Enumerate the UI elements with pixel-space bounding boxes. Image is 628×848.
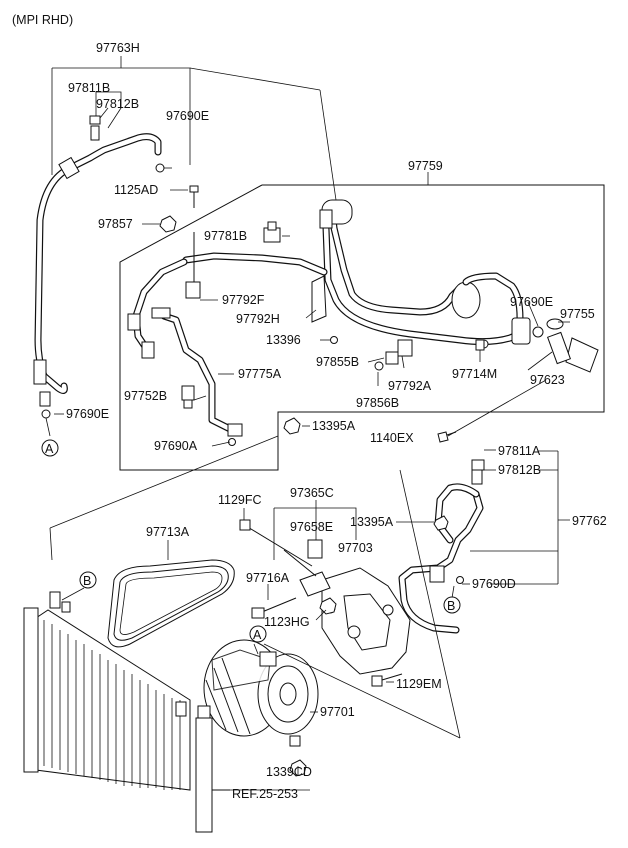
callout-97811A: 97811A — [498, 444, 541, 458]
marker-a-compressor: A — [249, 625, 267, 643]
callout-97752B: 97752B — [124, 389, 167, 403]
callout-97658E: 97658E — [290, 520, 333, 534]
callout-97792A: 97792A — [388, 379, 432, 393]
marker-b-condenser: B — [79, 571, 97, 589]
callout-97703: 97703 — [338, 541, 373, 555]
svg-text:B: B — [447, 599, 455, 613]
callout-97623: 97623 — [530, 373, 565, 387]
callout-1123HG: 1123HG — [264, 615, 310, 629]
callout-1129FC: 1129FC — [218, 493, 262, 507]
svg-text:A: A — [45, 442, 54, 456]
callout-97792H: 97792H — [236, 312, 280, 326]
callout-1125AD: 1125AD — [114, 183, 158, 197]
marker-b-hose: B — [443, 596, 461, 614]
callout-97775A: 97775A — [238, 367, 282, 381]
callout-97690E-top: 97690E — [166, 109, 209, 123]
callout-1140EX: 1140EX — [370, 431, 414, 445]
callout-13396: 13396 — [266, 333, 301, 347]
callout-97714M: 97714M — [452, 367, 497, 381]
callout-13395A-mid: 13395A — [312, 419, 356, 433]
callout-97812B-bottom: 97812B — [498, 463, 541, 477]
callout-1129EM: 1129EM — [396, 677, 442, 691]
callout-97690E-left: 97690E — [66, 407, 109, 421]
callout-97812B-top: 97812B — [96, 97, 139, 111]
svg-text:A: A — [253, 628, 262, 642]
callout-97792F: 97792F — [222, 293, 265, 307]
callout-97755: 97755 — [560, 307, 595, 321]
callout-97855B: 97855B — [316, 355, 359, 369]
marker-a-top: A — [41, 439, 59, 457]
ref-label: REF.25-253 — [232, 787, 298, 801]
callout-97716A: 97716A — [246, 571, 290, 585]
callout-97856B: 97856B — [356, 396, 399, 410]
callout-97811B: 97811B — [68, 81, 110, 95]
callout-97857: 97857 — [98, 217, 133, 231]
callout-13395A-bottom: 13395A — [350, 515, 394, 529]
callout-97690E-right: 97690E — [510, 295, 553, 309]
callout-1339CD: 1339CD — [266, 765, 312, 779]
svg-text:B: B — [83, 574, 91, 588]
callout-97365C: 97365C — [290, 486, 334, 500]
callout-97762: 97762 — [572, 514, 607, 528]
callout-97713A: 97713A — [146, 525, 190, 539]
callout-97759: 97759 — [408, 159, 443, 173]
callout-97701: 97701 — [320, 705, 355, 719]
callout-97690D: 97690D — [472, 577, 516, 591]
callout-97763H: 97763H — [96, 41, 140, 55]
callout-97781B: 97781B — [204, 229, 247, 243]
diagram-title: (MPI RHD) — [12, 13, 73, 27]
callout-97690A: 97690A — [154, 439, 198, 453]
